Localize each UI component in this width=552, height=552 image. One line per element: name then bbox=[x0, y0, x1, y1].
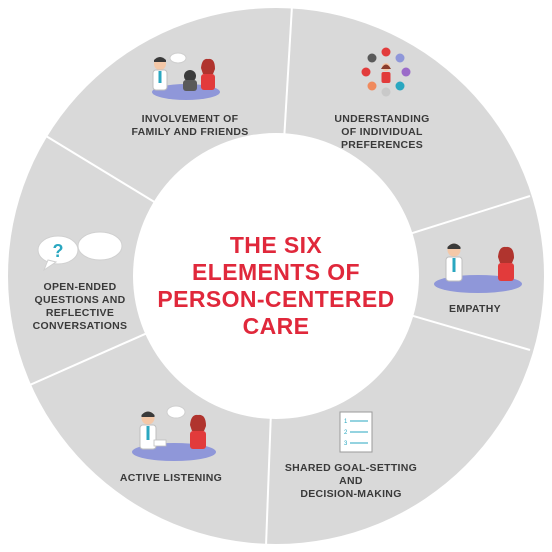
doctor-patient-conversation-icon bbox=[132, 405, 216, 461]
segment-label-shared-goal-setting: SHARED GOAL-SETTING AND DECISION-MAKING bbox=[284, 462, 418, 500]
checklist-number-2: 2 bbox=[344, 430, 348, 436]
question-speech-bubbles-icon: ? bbox=[37, 231, 123, 272]
checklist-number-3: 3 bbox=[344, 441, 348, 447]
segment-label-open-ended-questions: OPEN-ENDED QUESTIONS AND REFLECTIVE CONV… bbox=[32, 281, 128, 332]
segment-label-involvement: INVOLVEMENT OF FAMILY AND FRIENDS bbox=[131, 113, 249, 138]
segment-label-empathy: EMPATHY bbox=[449, 303, 501, 315]
two-people-at-table-icon bbox=[434, 243, 522, 293]
center-circle bbox=[133, 133, 419, 419]
segment-label-understanding: UNDERSTANDING OF INDIVIDUAL PREFERENCES bbox=[334, 113, 430, 151]
family-meeting-icon bbox=[152, 52, 220, 100]
checklist-icon: 1 2 3 bbox=[339, 411, 373, 453]
person-with-preferences-icon bbox=[361, 47, 411, 97]
segment-label-active-listening: ACTIVE LISTENING bbox=[119, 472, 223, 484]
question-mark: ? bbox=[53, 241, 64, 261]
diagram-title: THE SIX ELEMENTS OF PERSON-CENTERED CARE bbox=[157, 232, 395, 339]
checklist-number-1: 1 bbox=[344, 419, 348, 425]
